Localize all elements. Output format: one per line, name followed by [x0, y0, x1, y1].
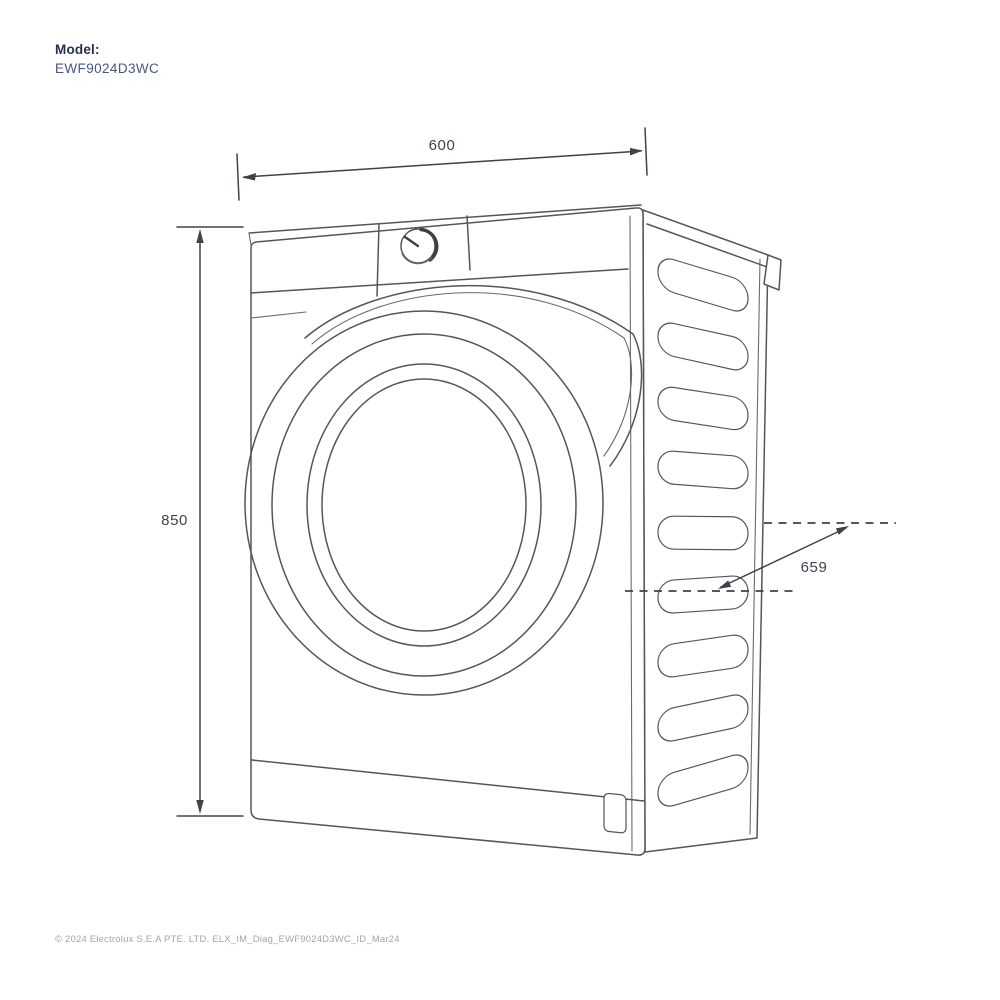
door [244, 284, 643, 696]
width-arrowhead-right [630, 148, 643, 156]
model-block: Model: EWF9024D3WC [55, 42, 159, 78]
door-ring-outer [244, 310, 604, 696]
door-bulge-right-merge-inner [603, 337, 633, 457]
dimension-depth [625, 522, 896, 592]
top-lip-tab [763, 254, 782, 291]
vent-slot [657, 694, 749, 742]
vent-slot [657, 386, 749, 431]
width-arrow-line [243, 150, 642, 178]
vent-slot [657, 258, 749, 312]
knob-shadow-arc [419, 227, 439, 262]
height-arrowhead-bottom [196, 800, 204, 814]
panel-divider-left [376, 223, 380, 297]
side-panel [642, 209, 782, 853]
knob-ring [400, 228, 436, 264]
vent-slot [657, 450, 749, 490]
door-window-outer [306, 363, 542, 647]
width-ext-tick-right [644, 127, 648, 176]
dimension-height [176, 226, 244, 817]
model-label: Model: [55, 42, 100, 57]
front-panel [248, 204, 646, 856]
knob-pointer [403, 235, 420, 248]
vent-slot [657, 634, 749, 678]
front-panel-face [250, 207, 646, 856]
dimension-width [236, 127, 648, 201]
side-back-edge [749, 258, 761, 835]
depth-dimension-label: 659 [800, 559, 828, 576]
kickplate-seam [251, 759, 645, 802]
side-vents [657, 258, 749, 807]
vent-slot [657, 322, 749, 371]
front-right-chamfer [629, 215, 633, 852]
drain-filter-cover [603, 792, 627, 834]
washing-machine [244, 204, 782, 856]
door-bulge-outer [304, 284, 634, 339]
top-edge-left-join [248, 232, 252, 246]
panel-divider-right [466, 215, 471, 271]
door-bulge-right-merge [609, 333, 643, 467]
height-dimension-label: 850 [161, 512, 188, 529]
panel-seam-line [250, 268, 629, 294]
depth-arrowhead-lower [718, 580, 732, 589]
door-window-inner [321, 378, 527, 632]
width-dimension-label: 600 [428, 137, 456, 154]
vent-slot [657, 515, 749, 551]
control-knob [400, 227, 439, 265]
width-arrowhead-left [242, 173, 256, 181]
depth-arrowhead-upper [835, 526, 849, 535]
copyright-note: © 2024 Electrolux S.E.A PTE. LTD. ELX_IM… [55, 934, 400, 945]
top-lip-line [646, 223, 771, 269]
drawer-lower-line [250, 311, 307, 319]
door-ring-2 [271, 333, 577, 677]
model-number: EWF9024D3WC [55, 60, 160, 76]
depth-arrow-line [720, 527, 847, 588]
knob-base-arc [401, 253, 433, 265]
vent-slot [657, 754, 749, 807]
door-bulge-inner [311, 292, 625, 345]
width-ext-tick-left [236, 153, 240, 201]
height-arrowhead-top [196, 229, 204, 243]
top-edge-line [248, 204, 642, 234]
